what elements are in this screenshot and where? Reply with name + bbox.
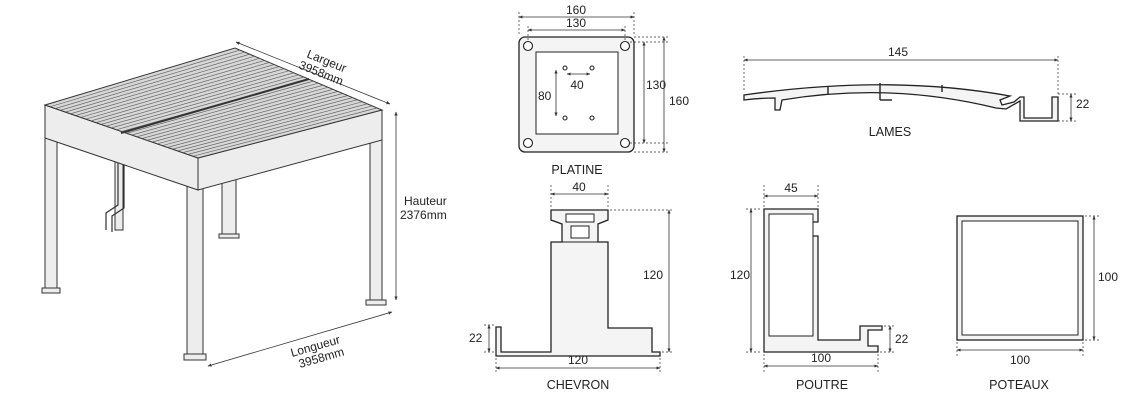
chevron-label-22: 22: [469, 331, 483, 345]
louvre-line: [75, 60, 265, 116]
poutre-label-100: 100: [811, 351, 831, 365]
poteaux-label-side: 100: [1098, 270, 1118, 284]
platine-bolt-3: [562, 115, 568, 121]
platine-label-80: 80: [538, 89, 552, 103]
platine-label-130-top: 130: [566, 16, 586, 30]
platine-label-40: 40: [570, 78, 584, 92]
poteaux-caption: POTEAUX: [989, 378, 1049, 392]
platine-label-160-right: 160: [669, 94, 689, 108]
lames-label-22: 22: [1076, 97, 1090, 111]
platine-hole-bl: [522, 137, 534, 149]
louvre-line: [172, 99, 358, 150]
poteaux-drawing: 100 100 POTEAUX: [956, 215, 1118, 392]
platine-inner-square: [535, 51, 619, 135]
pergola-isometric-view: Largeur 3958mm Hauteur 2376mm Longueur 3…: [41, 41, 447, 371]
chevron-caption: CHEVRON: [547, 378, 610, 392]
platine-label-130-right: 130: [646, 78, 666, 92]
platine-label-160-top: 160: [566, 3, 586, 17]
louvre-line: [55, 51, 245, 109]
chevron-label-120-height: 120: [643, 268, 663, 282]
back-right-post-foot: [218, 233, 240, 239]
lames-drawing: 145 22 LAMES: [743, 45, 1090, 139]
platine-hole-br: [619, 137, 631, 149]
poutre-label-45: 45: [784, 181, 798, 195]
platine-hole-tl: [522, 40, 534, 52]
chevron-profile: [495, 209, 661, 357]
louvre-line: [182, 103, 368, 153]
louvre-line: [177, 101, 363, 152]
platine-drawing: 160 130 130 160 40 80 PLATINE: [518, 3, 689, 177]
chevron-label-120-base: 120: [568, 353, 588, 367]
poteaux-inner: [961, 220, 1079, 336]
longueur-dim-line: [207, 311, 393, 367]
front-center-post-foot: [183, 353, 207, 361]
louvre-line: [192, 107, 378, 157]
poutre-drawing: 45 120 100 22 POUTRE: [730, 181, 909, 392]
largeur-dim-line: [235, 41, 391, 105]
louvre-line: [60, 53, 250, 111]
chevron-drawing: 40 120 120 22 CHEVRON: [469, 180, 674, 392]
platine-caption: PLATINE: [551, 163, 602, 177]
lames-label-145: 145: [888, 45, 908, 59]
poutre-label-120: 120: [730, 268, 750, 282]
hauteur-label: Hauteur: [404, 194, 447, 208]
louvre-line: [70, 58, 260, 115]
front-left-post-foot: [41, 287, 61, 294]
front-right-post-foot: [365, 299, 387, 306]
louvre-line: [65, 55, 255, 113]
lames-profile: [743, 84, 1059, 122]
hauteur-value: 2376mm: [400, 208, 447, 222]
platine-bolt-2: [589, 65, 595, 71]
front-left-post: [44, 119, 58, 291]
poteaux-label-bottom: 100: [1010, 353, 1030, 367]
platine-bolt-1: [562, 65, 568, 71]
platine-bolt-4: [589, 115, 595, 121]
front-right-post: [369, 117, 383, 303]
poutre-label-22: 22: [895, 332, 909, 346]
chevron-label-40: 40: [572, 180, 586, 194]
louvre-line: [50, 49, 240, 108]
louvre-line: [167, 97, 353, 148]
lames-caption: LAMES: [869, 125, 911, 139]
louvre-line: [187, 105, 373, 155]
poutre-caption: POUTRE: [796, 378, 848, 392]
platine-hole-tr: [619, 40, 631, 52]
crank-handle-icon: [105, 158, 125, 232]
